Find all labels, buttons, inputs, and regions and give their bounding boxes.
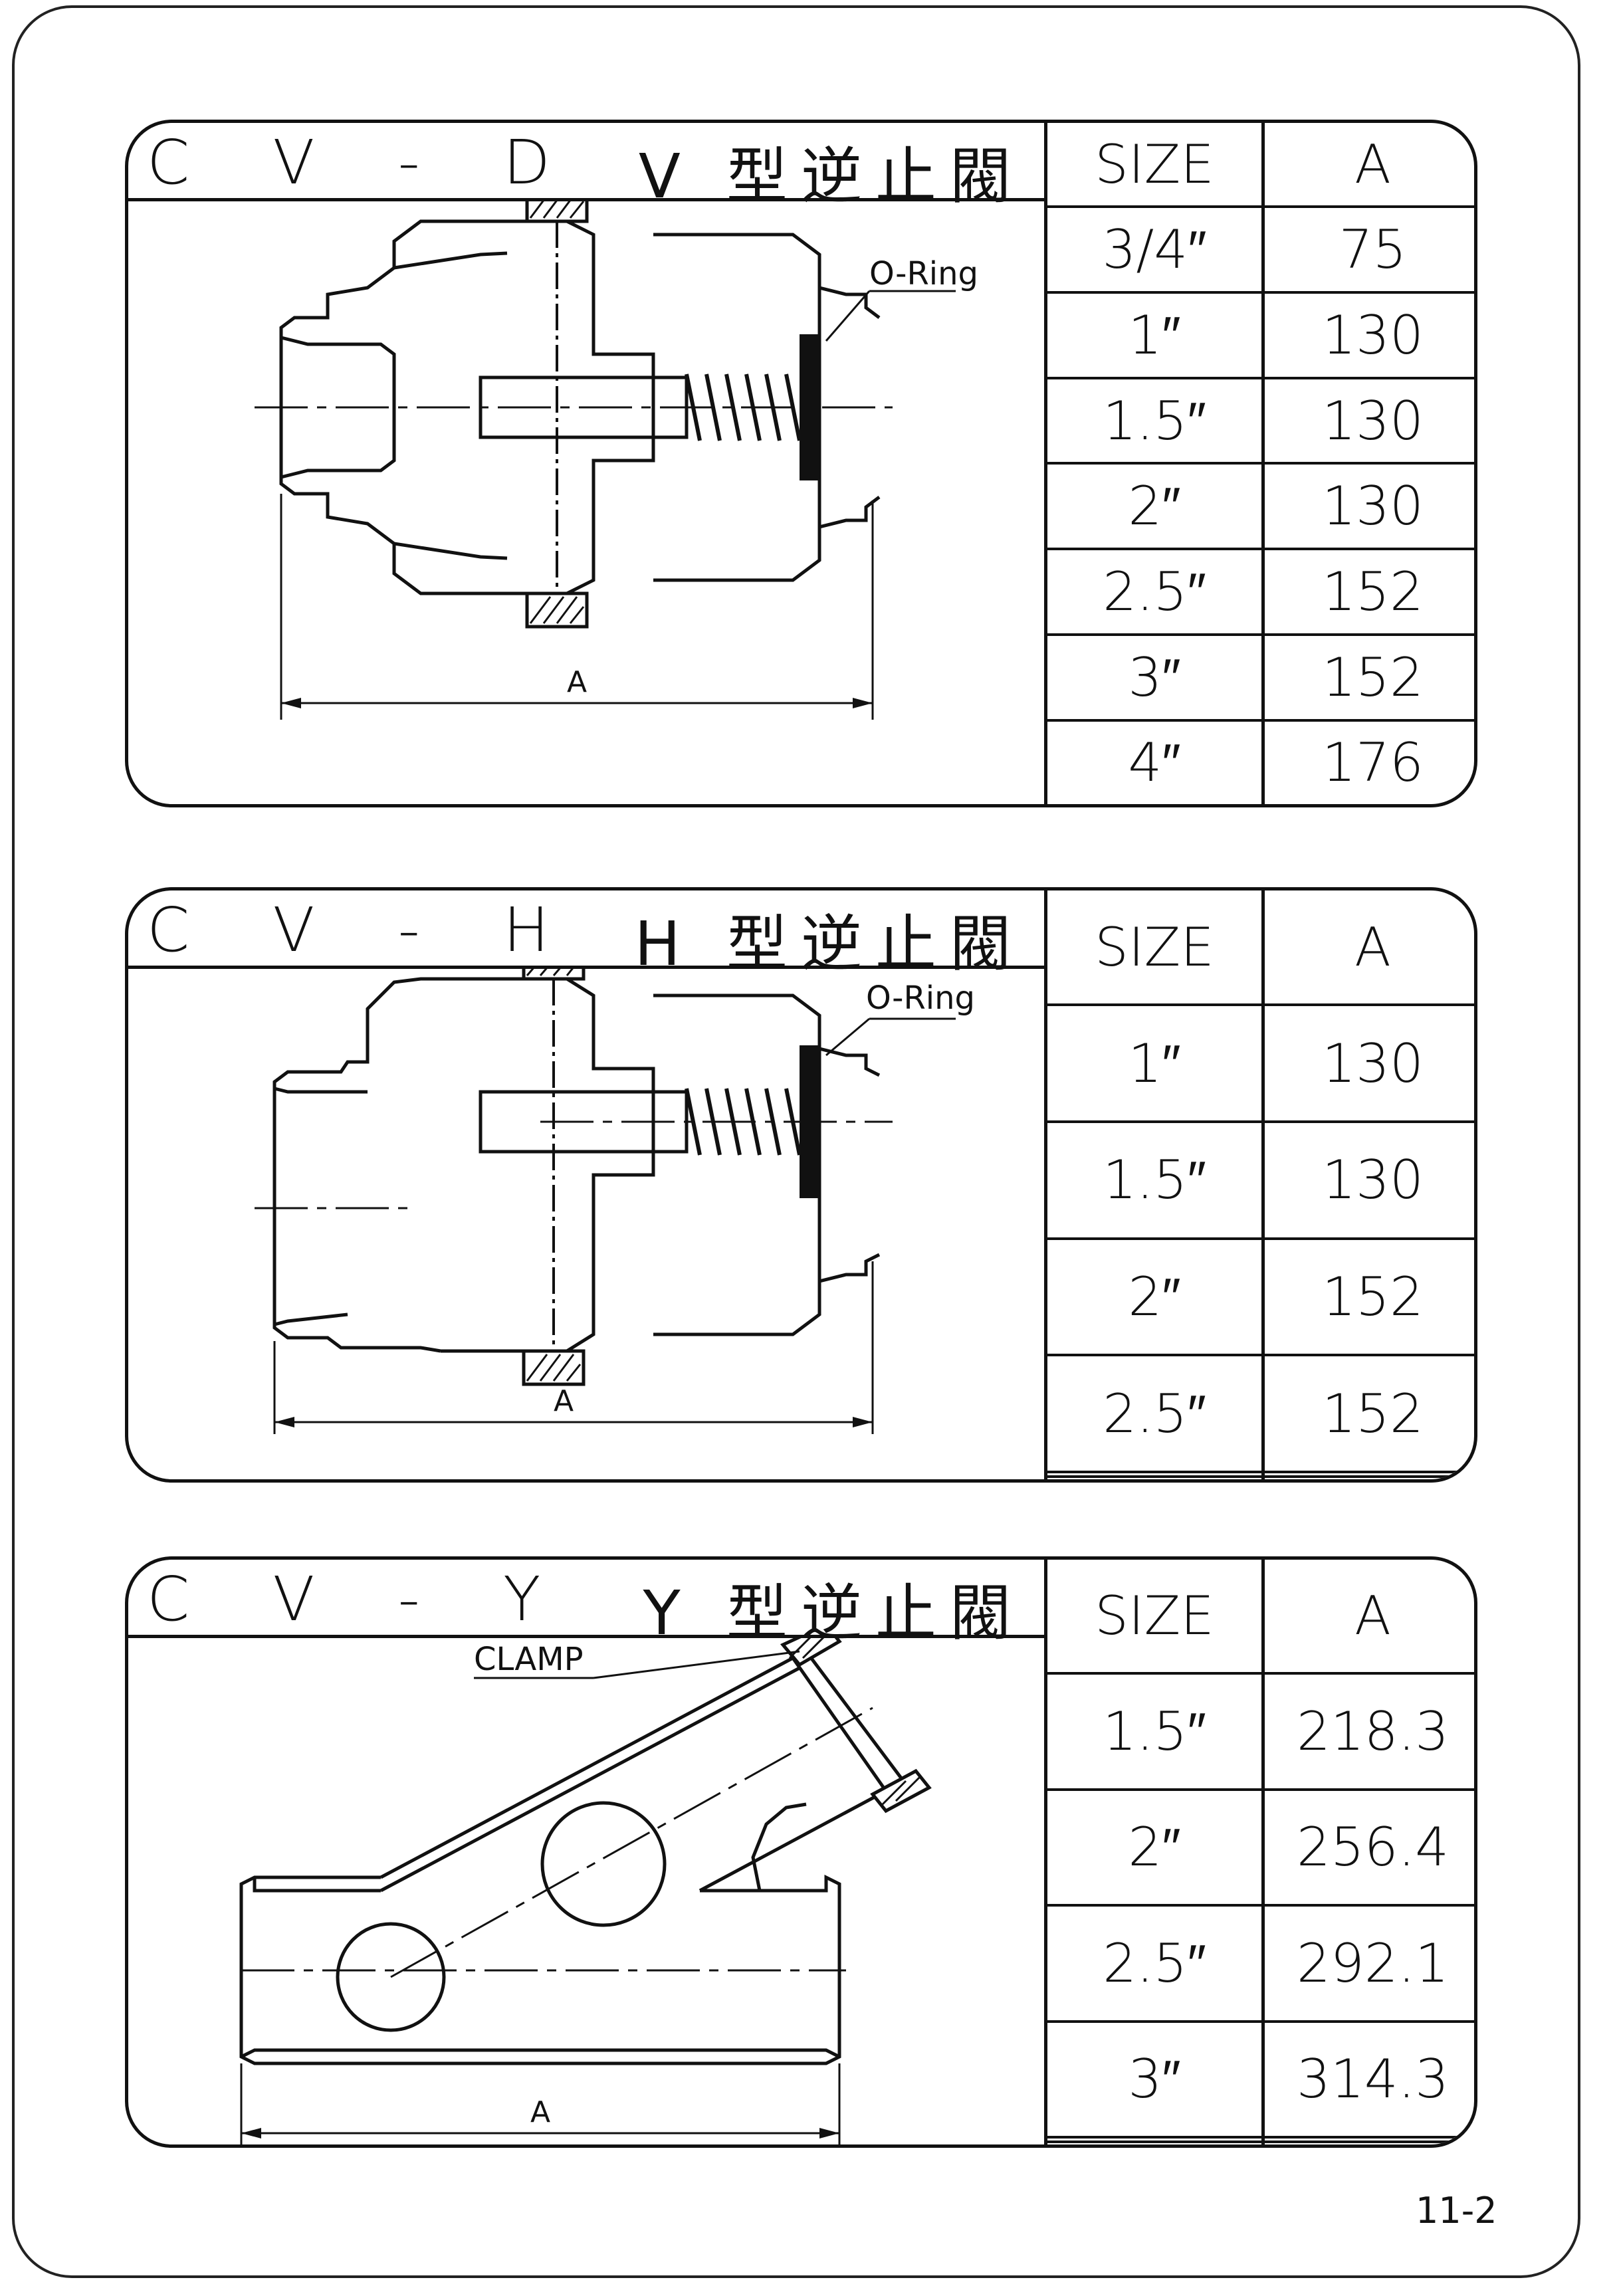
table-row: 2″130 [1044, 462, 1474, 550]
table-row: 2″256.4 [1044, 1788, 1474, 1906]
valve-type: H 型逆止閥 [634, 908, 1024, 980]
callout-label: O-Ring [869, 255, 978, 292]
a-cell: 256.4 [1261, 1788, 1474, 1906]
table-header: SIZE A [1044, 123, 1474, 207]
panel-title-row: C V - Y Y 型逆止閥 [128, 1560, 1044, 1649]
a-cell: 130 [1261, 290, 1474, 378]
a-cell: 130 [1261, 1120, 1474, 1239]
size-cell: 1″ [1044, 1003, 1263, 1122]
valve-type: Y 型逆止閥 [643, 1578, 1024, 1649]
table-row: 1.5″218.3 [1044, 1671, 1474, 1790]
a-cell [1261, 2140, 1474, 2144]
header-a: A [1261, 123, 1474, 207]
panel-title-row: C V - H H 型逆止閥 [128, 890, 1044, 980]
model-code: C V - H [147, 894, 582, 966]
table-row: 3″314.3 [1044, 2020, 1474, 2138]
table-row [1044, 1475, 1474, 1479]
valve-drawing: CLAMP A [128, 1638, 1044, 2144]
a-cell: 130 [1261, 376, 1474, 464]
table-row: 1″130 [1044, 1003, 1474, 1122]
callout-label: O-Ring [866, 980, 975, 1017]
table-header: SIZE A [1044, 890, 1474, 1005]
table-row: 1.5″130 [1044, 376, 1474, 464]
header-size: SIZE [1044, 123, 1263, 207]
size-cell: 2.5″ [1044, 1354, 1263, 1473]
model-code: C V - D [147, 127, 582, 198]
dimension-label: A [554, 1384, 574, 1418]
size-cell [1044, 2140, 1263, 2144]
a-cell: 130 [1261, 1003, 1474, 1122]
cv-y-drawing: CLAMP A [239, 1638, 932, 2144]
table-row [1044, 1471, 1474, 1477]
header-size: SIZE [1044, 1560, 1263, 1673]
size-cell: 1.5″ [1044, 1120, 1263, 1239]
a-cell: 152 [1261, 1354, 1474, 1473]
size-cell: 2″ [1044, 1237, 1263, 1356]
table-row: 3″152 [1044, 633, 1474, 720]
valve-type: V 型逆止閥 [638, 141, 1024, 212]
size-cell: 2.5″ [1044, 548, 1263, 635]
size-cell: 2.5″ [1044, 1904, 1263, 2022]
table-row: 4″176 [1044, 718, 1474, 804]
table-row: 2.5″152 [1044, 548, 1474, 635]
page-frame [12, 5, 1580, 2278]
panel-cv-y: C V - Y Y 型逆止閥 [125, 1556, 1477, 2148]
table-row: 1.5″130 [1044, 1120, 1474, 1239]
size-cell: 1.5″ [1044, 376, 1263, 464]
callout-label: CLAMP [474, 1641, 584, 1678]
table-row: 2″152 [1044, 1237, 1474, 1356]
a-cell: 176 [1261, 718, 1474, 804]
a-cell [1261, 1471, 1474, 1477]
a-cell [1261, 2136, 1474, 2142]
spec-table: SIZE A 3/4″75 1″130 1.5″130 2″130 2.5″15… [1044, 123, 1474, 804]
size-cell: 1″ [1044, 290, 1263, 378]
spec-table: SIZE A 1″130 1.5″130 2″152 2.5″152 [1044, 890, 1474, 1479]
panel-cv-h: C V - H H 型逆止閥 [125, 887, 1477, 1483]
a-cell: 75 [1261, 205, 1474, 292]
panel-cv-d: C V - D V 型逆止閥 [125, 120, 1477, 807]
cv-d-drawing: O-Ring A [255, 201, 978, 720]
a-cell: 218.3 [1261, 1671, 1474, 1790]
size-cell: 1.5″ [1044, 1671, 1263, 1790]
table-row [1044, 2136, 1474, 2142]
a-cell: 130 [1261, 462, 1474, 550]
a-cell [1261, 1475, 1474, 1479]
table-row: 2.5″292.1 [1044, 1904, 1474, 2022]
panel-title-row: C V - D V 型逆止閥 [128, 123, 1044, 212]
size-cell: 3″ [1044, 633, 1263, 720]
a-cell: 314.3 [1261, 2020, 1474, 2138]
header-size: SIZE [1044, 890, 1263, 1005]
model-code: C V - Y [147, 1564, 573, 1635]
dimension-label: A [567, 665, 587, 699]
table-row: 3/4″75 [1044, 205, 1474, 292]
table-row: 2.5″152 [1044, 1354, 1474, 1473]
a-cell: 152 [1261, 633, 1474, 720]
size-cell: 2″ [1044, 462, 1263, 550]
size-cell [1044, 1475, 1263, 1479]
valve-drawing: O-Ring A [128, 201, 1044, 804]
header-a: A [1261, 1560, 1474, 1673]
header-a: A [1261, 890, 1474, 1005]
size-cell: 3/4″ [1044, 205, 1263, 292]
a-cell: 152 [1261, 1237, 1474, 1356]
valve-drawing: O-Ring A [128, 969, 1044, 1479]
page-number: 11-2 [1416, 2190, 1497, 2232]
size-cell [1044, 2136, 1263, 2142]
spec-table: SIZE A 1.5″218.3 2″256.4 2.5″292.1 3″314… [1044, 1560, 1474, 2144]
dimension-label: A [530, 2095, 550, 2129]
cv-h-drawing: O-Ring A [255, 969, 975, 1434]
size-cell: 4″ [1044, 718, 1263, 804]
a-cell: 152 [1261, 548, 1474, 635]
size-cell [1044, 1471, 1263, 1477]
size-cell: 3″ [1044, 2020, 1263, 2138]
table-row: 1″130 [1044, 290, 1474, 378]
size-cell: 2″ [1044, 1788, 1263, 1906]
table-row [1044, 2140, 1474, 2144]
table-header: SIZE A [1044, 1560, 1474, 1673]
a-cell: 292.1 [1261, 1904, 1474, 2022]
